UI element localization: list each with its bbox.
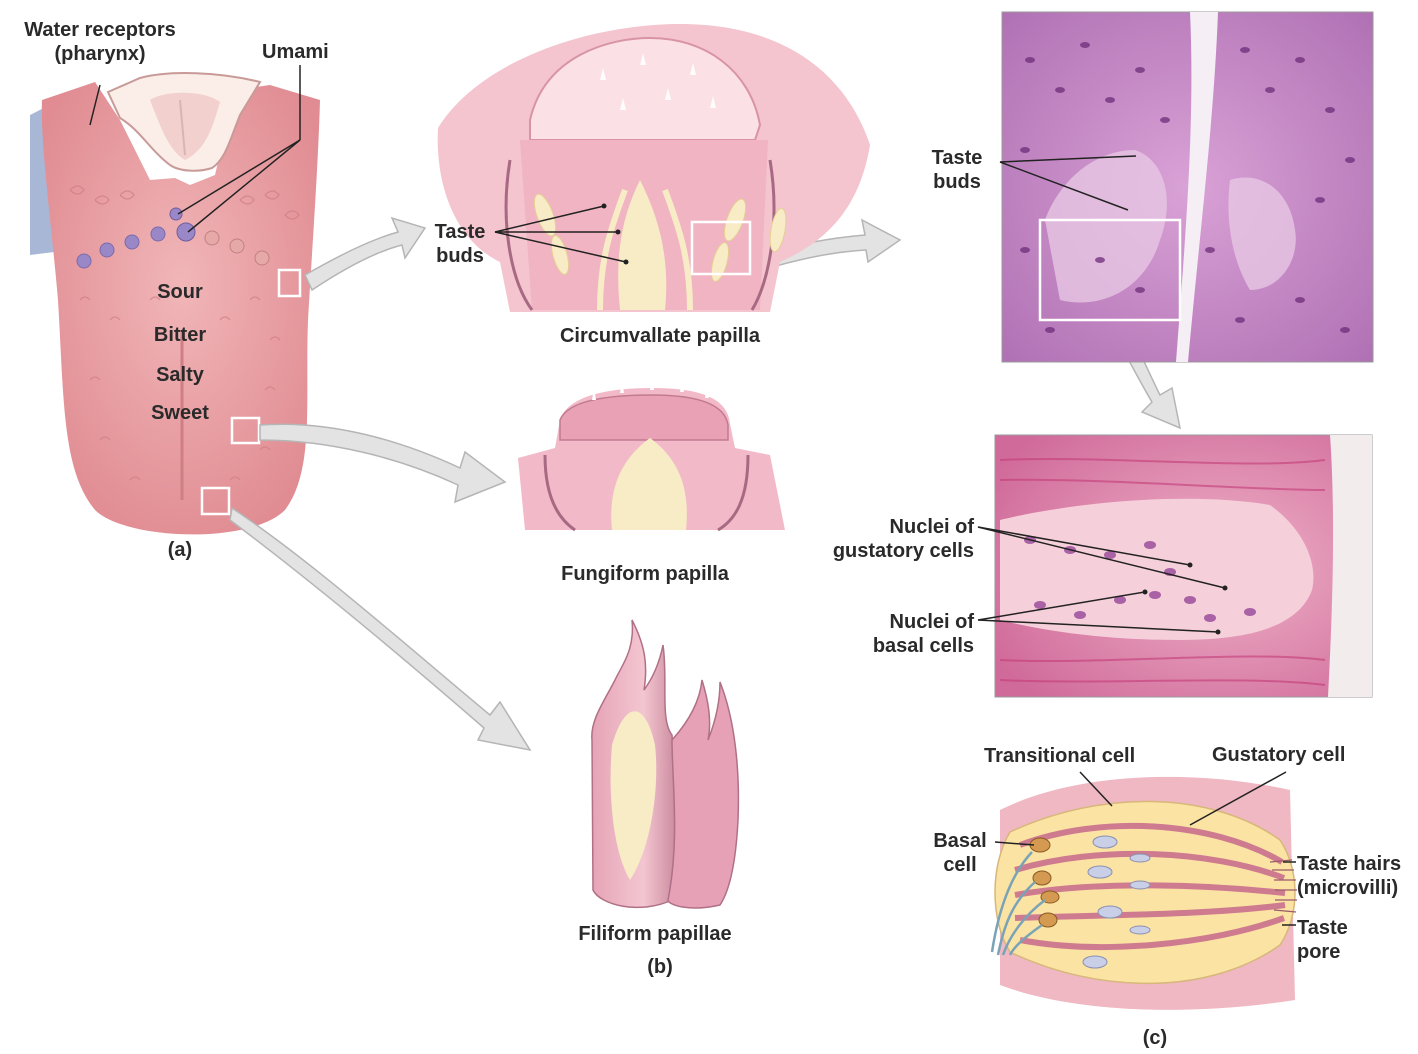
label-circumvallate: Circumvallate papilla bbox=[520, 324, 800, 348]
arrow-to-circumvallate bbox=[305, 218, 425, 290]
label-nuclei-gustatory: Nuclei of gustatory cells bbox=[790, 515, 974, 563]
label-taste-buds-c-line1: Taste bbox=[914, 146, 1000, 170]
label-taste-buds-c-line2: buds bbox=[914, 170, 1000, 194]
label-salty: Salty bbox=[130, 363, 230, 387]
label-basal-cell-line2: cell bbox=[922, 853, 998, 877]
caption-c: (c) bbox=[1115, 1026, 1195, 1050]
label-taste-pore: Taste pore bbox=[1297, 916, 1348, 964]
label-taste-hairs-line2: (microvilli) bbox=[1297, 876, 1401, 900]
label-basal-cell-line1: Basal bbox=[922, 829, 998, 853]
label-water-receptors-line2: (pharynx) bbox=[10, 42, 190, 66]
label-taste-hairs: Taste hairs (microvilli) bbox=[1297, 852, 1401, 900]
label-taste-buds-b-line1: Taste bbox=[420, 220, 500, 244]
label-taste-buds-c: Taste buds bbox=[914, 146, 1000, 194]
label-taste-buds-b: Taste buds bbox=[420, 220, 500, 268]
label-fungiform: Fungiform papilla bbox=[520, 562, 770, 586]
label-sour: Sour bbox=[130, 280, 230, 304]
label-umami: Umami bbox=[262, 40, 329, 64]
label-filiform: Filiform papillae bbox=[540, 922, 770, 946]
label-water-receptors: Water receptors (pharynx) bbox=[10, 18, 190, 66]
fungiform-papilla-illustration bbox=[518, 378, 785, 530]
label-transitional-cell: Transitional cell bbox=[984, 744, 1135, 768]
label-taste-pore-line1: Taste bbox=[1297, 916, 1348, 940]
label-bitter: Bitter bbox=[130, 323, 230, 347]
label-taste-buds-b-line2: buds bbox=[420, 244, 500, 268]
circumvallate-papilla-illustration bbox=[438, 24, 870, 312]
label-gustatory-cell: Gustatory cell bbox=[1212, 743, 1345, 767]
label-nuclei-basal-line1: Nuclei of bbox=[790, 610, 974, 634]
label-nuclei-gustatory-line1: Nuclei of bbox=[790, 515, 974, 539]
label-taste-hairs-line1: Taste hairs bbox=[1297, 852, 1401, 876]
label-nuclei-gustatory-line2: gustatory cells bbox=[790, 539, 974, 563]
label-basal-cell: Basal cell bbox=[922, 829, 998, 877]
label-water-receptors-line1: Water receptors bbox=[10, 18, 190, 42]
label-taste-pore-line2: pore bbox=[1297, 940, 1348, 964]
arrow-to-filiform bbox=[230, 508, 530, 750]
caption-a: (a) bbox=[140, 538, 220, 562]
filiform-papillae-illustration bbox=[592, 620, 739, 908]
caption-b: (b) bbox=[620, 955, 700, 979]
micrograph-high-mag bbox=[978, 435, 1372, 697]
label-nuclei-basal: Nuclei of basal cells bbox=[790, 610, 974, 658]
label-nuclei-basal-line2: basal cells bbox=[790, 634, 974, 658]
micrograph-low-mag bbox=[1000, 12, 1373, 362]
label-sweet: Sweet bbox=[130, 401, 230, 425]
taste-bud-diagram bbox=[992, 772, 1297, 1010]
